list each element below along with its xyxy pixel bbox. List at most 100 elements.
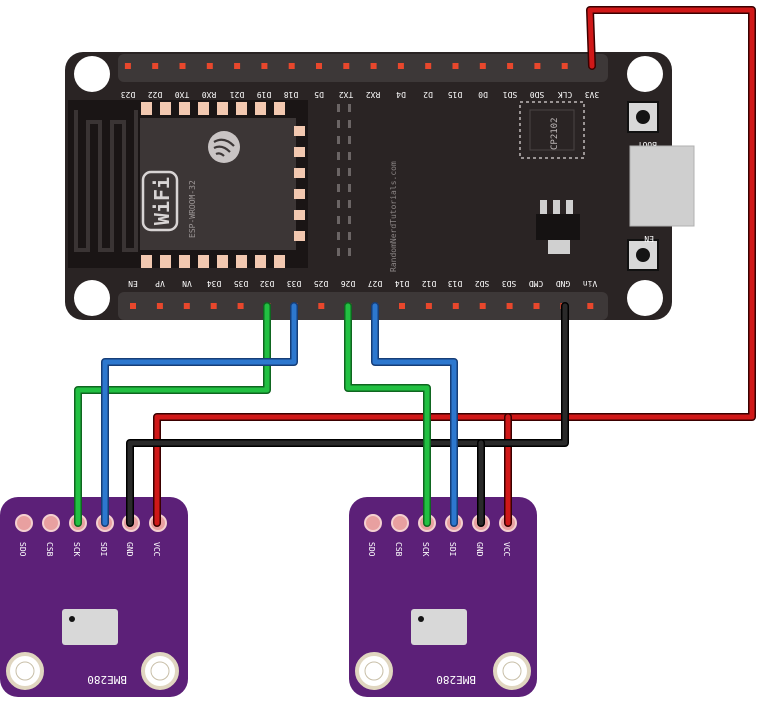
boot-button[interactable]: BOOT [627, 101, 659, 149]
module-pad [179, 102, 190, 115]
module-pad [274, 102, 285, 115]
top-pin-label: RX2 [366, 90, 381, 99]
header-pin [425, 63, 432, 69]
module-pad [160, 255, 171, 268]
module-pad [294, 210, 305, 220]
header-pin [425, 303, 432, 309]
module-pad [217, 102, 228, 115]
wire-3v3 [154, 7, 755, 526]
header-pin [318, 303, 325, 309]
chip-body [529, 109, 575, 151]
sensor-pin-label: GND [475, 542, 484, 557]
module-pad [198, 102, 209, 115]
bottom-pin-label: D33 [287, 279, 302, 288]
top-pin-label: D15 [448, 90, 463, 99]
wire-d32-sck [75, 303, 270, 526]
bottom-pin-label: VN [182, 279, 192, 288]
top-pin-label: D5 [314, 90, 324, 99]
header-pin [370, 63, 377, 69]
mount-hole-top-left [74, 56, 110, 92]
top-pin-label: CLK [558, 90, 573, 99]
wifi-logo-frame [141, 170, 179, 232]
top-pin-label: RX0 [202, 90, 217, 99]
bottom-pin-label: VP [155, 279, 165, 288]
module-pad [141, 102, 152, 115]
top-pin-labels: 3V3 CLK SD0 SD1 D0 D15 D2 D4 RX2 TX2 D5 … [121, 90, 600, 99]
sensor-pin-sdo [15, 514, 33, 532]
sensor-name: BME280 [436, 673, 476, 686]
header-pin [479, 63, 486, 69]
bottom-pin-label: D26 [341, 279, 356, 288]
header-pin [237, 303, 244, 309]
module-pad [294, 168, 305, 178]
sensor-body [349, 497, 537, 697]
mount-hole-bottom-left [74, 280, 110, 316]
sensor-pin-label: SDO [367, 542, 376, 557]
header-pin [587, 303, 594, 309]
bottom-pin-label: D32 [260, 279, 275, 288]
sensor-pin-label: CSB [45, 542, 54, 557]
header-pin [561, 63, 568, 69]
chip-label: CP2102 [550, 117, 560, 150]
sensor-pin-csb [42, 514, 60, 532]
bottom-pin-label: CMD [529, 279, 544, 288]
bottom-pin-label: GND [556, 279, 571, 288]
en-button[interactable]: EN [627, 234, 659, 271]
module-pad [217, 255, 228, 268]
header-pin [130, 303, 136, 309]
bottom-pin-label: SD2 [475, 279, 490, 288]
sensor-chip-dot [418, 616, 424, 622]
header-pin [206, 63, 213, 69]
sensor-name: BME280 [87, 673, 127, 686]
usb-connector [629, 145, 695, 227]
sensor-pin-label: CSB [394, 542, 403, 557]
top-pin-label: D22 [148, 90, 163, 99]
sensor-chip [411, 609, 467, 645]
sensor-pin-label: SDI [448, 542, 457, 557]
sensor-pin-csb [391, 514, 409, 532]
top-pin-label: SD0 [530, 90, 545, 99]
header-pin [124, 63, 131, 69]
bottom-pin-label: D14 [395, 279, 410, 288]
sensor-pin-label: SDO [18, 542, 27, 557]
voltage-regulator [536, 200, 580, 254]
chip-outline [519, 101, 585, 159]
boot-label: BOOT [638, 140, 657, 149]
watermark: RandomNerdTutorials.com [389, 161, 398, 272]
top-pin-label: D2 [423, 90, 433, 99]
bottom-pin-label: D34 [207, 279, 222, 288]
cp2102-chip: CP2102 [519, 101, 585, 159]
bottom-pin-label: D27 [368, 279, 383, 288]
module-pad [236, 255, 247, 268]
header-pin [534, 63, 541, 69]
module-pad [294, 147, 305, 157]
sensor-pin-label: SCK [421, 542, 430, 557]
sensor-pin-label: GND [125, 542, 134, 557]
module-pad [141, 255, 152, 268]
bottom-pin-label: D13 [448, 279, 463, 288]
top-pin-label: D23 [121, 90, 136, 99]
mount-hole-bottom-right [627, 280, 663, 316]
top-pin-label: SD1 [503, 90, 518, 99]
bottom-pin-label: D35 [234, 279, 249, 288]
mount-hole-top-right [627, 56, 663, 92]
header-pin [316, 63, 322, 69]
header-pin [479, 303, 486, 309]
top-pin-label: TX0 [175, 90, 190, 99]
header-pin [152, 63, 159, 69]
header-pin [234, 63, 241, 69]
wire-d26-sck [345, 303, 430, 526]
header-pin [183, 303, 190, 309]
bottom-pin-label: D12 [422, 279, 437, 288]
bme280-sensor-right: SDO CSB SCK SDI GND VCC BME280 [349, 497, 537, 697]
top-pin-label: 3V3 [585, 90, 600, 99]
module-pad [255, 102, 266, 115]
module-pad [198, 255, 209, 268]
bme280-sensor-left: SDO CSB SCK SDI GND VCC BME280 [0, 497, 188, 697]
en-label: EN [644, 234, 654, 243]
sensor-pin-label: VCC [152, 542, 161, 557]
header-pin [261, 63, 268, 69]
header-pin [179, 63, 186, 69]
header-pin [452, 303, 459, 309]
